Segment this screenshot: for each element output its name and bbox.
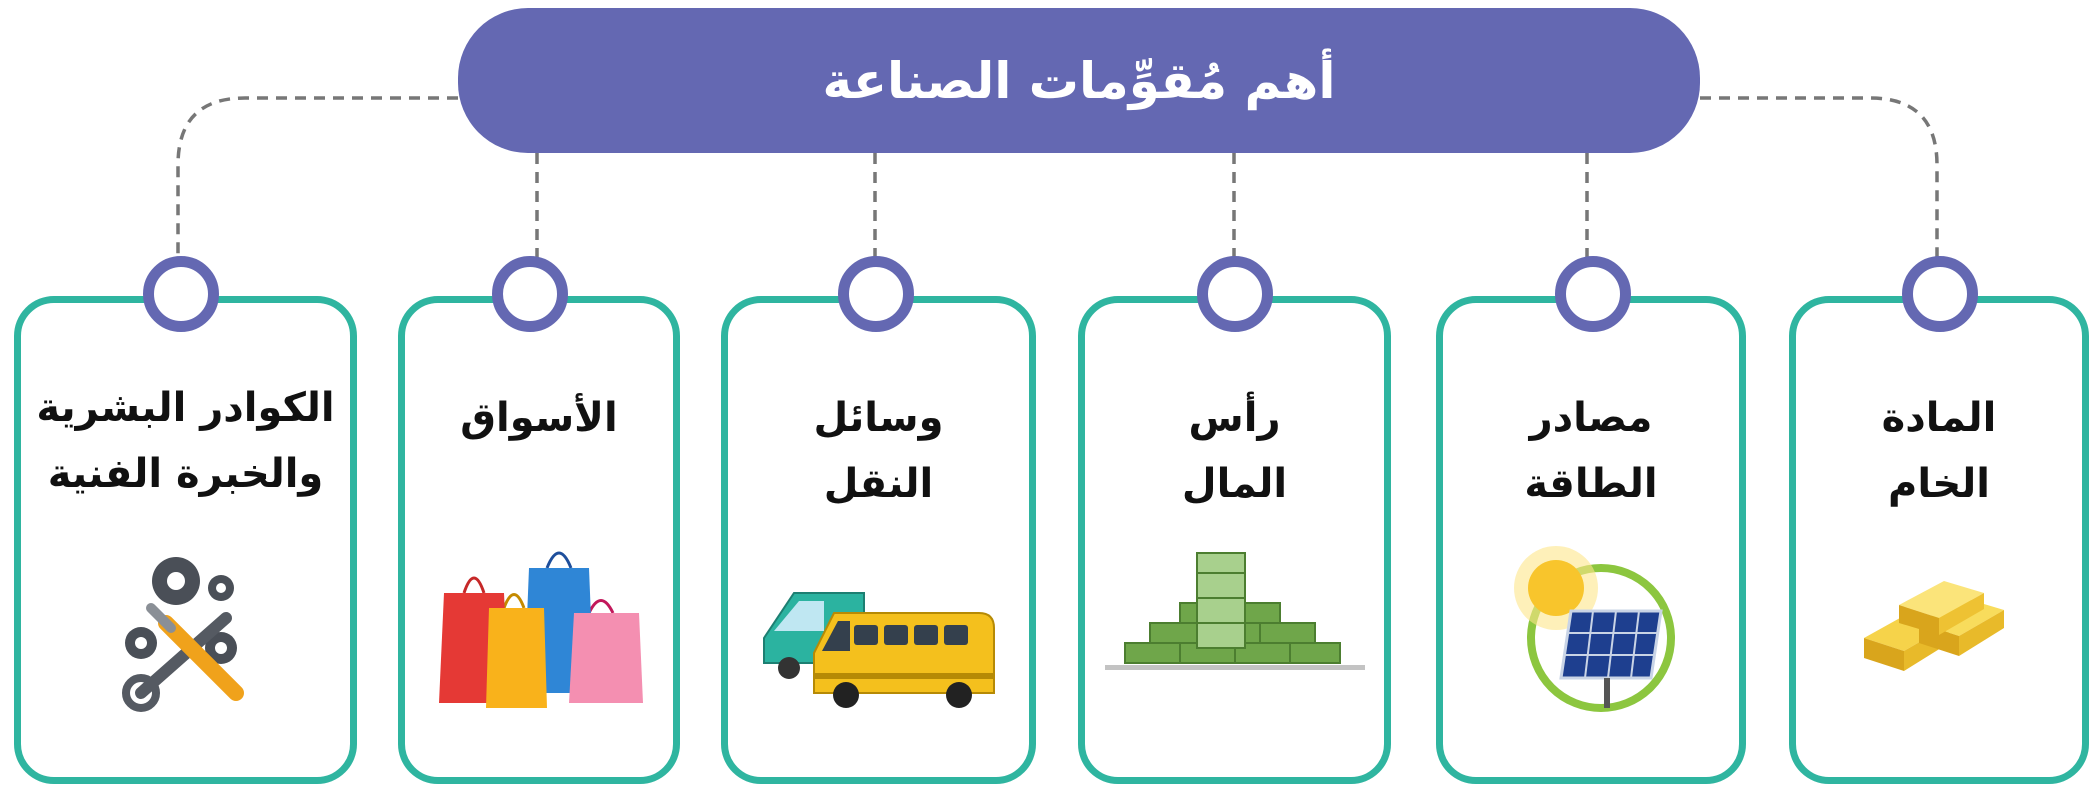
money-stack-icon bbox=[1104, 543, 1365, 687]
tools-gears-icon bbox=[106, 543, 266, 717]
card-raw-materials: المادة الخام bbox=[1789, 296, 2089, 784]
solar-energy-icon bbox=[1501, 543, 1681, 727]
card-label: مصادر الطاقة bbox=[1524, 395, 1658, 507]
diagram-title: أهم مُقوِّمات الصناعة bbox=[822, 51, 1336, 110]
shopping-bags-icon bbox=[429, 543, 649, 717]
card-label: الكوادر البشرية والخبرة الفنية bbox=[36, 385, 335, 497]
vehicles-icon bbox=[754, 543, 1004, 717]
card-label: وسائل النقل bbox=[813, 395, 944, 507]
gold-bars-icon bbox=[1854, 543, 2024, 687]
node-human-resources bbox=[143, 256, 219, 332]
node-markets bbox=[492, 256, 568, 332]
card-label: رأس المال bbox=[1181, 395, 1288, 507]
node-raw-materials bbox=[1902, 256, 1978, 332]
card-human-resources: الكوادر البشرية والخبرة الفنية bbox=[14, 296, 357, 784]
title-banner: أهم مُقوِّمات الصناعة bbox=[458, 8, 1700, 153]
card-energy: مصادر الطاقة bbox=[1436, 296, 1746, 784]
card-markets: الأسواق bbox=[398, 296, 680, 784]
node-capital bbox=[1197, 256, 1273, 332]
node-energy bbox=[1555, 256, 1631, 332]
node-transport bbox=[838, 256, 914, 332]
card-label: الأسواق bbox=[460, 395, 618, 441]
card-label: المادة الخام bbox=[1881, 395, 1997, 507]
card-transport: وسائل النقل bbox=[721, 296, 1036, 784]
card-capital: رأس المال bbox=[1078, 296, 1391, 784]
